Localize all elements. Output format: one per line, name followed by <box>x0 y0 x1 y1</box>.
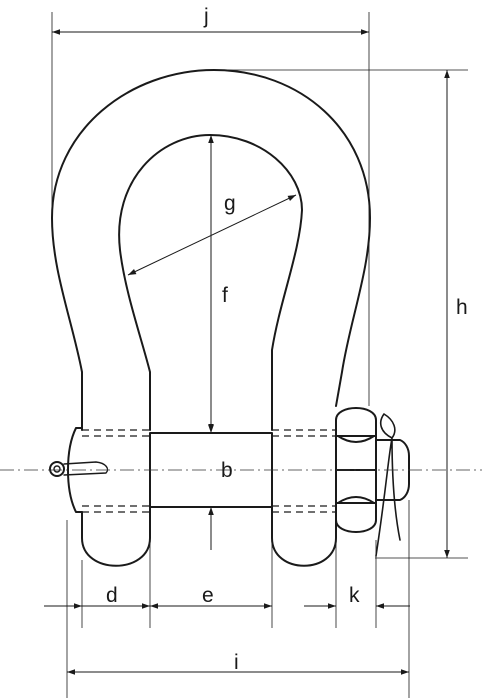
label-e: e <box>202 584 214 607</box>
extension-lines <box>51 12 468 698</box>
shackle-bow-outer <box>51 69 371 431</box>
label-d: d <box>106 584 118 607</box>
dimension-g <box>127 194 297 276</box>
cotter-pin-left <box>63 461 109 476</box>
right-lug <box>271 505 337 567</box>
label-b: b <box>221 459 233 482</box>
cotter-ring <box>49 461 65 477</box>
label-i: i <box>234 651 239 674</box>
cotter-pin-right <box>375 413 401 557</box>
label-h: h <box>456 296 468 319</box>
label-f: f <box>222 284 228 307</box>
label-k: k <box>349 584 360 607</box>
bolt-hidden-lines <box>82 429 336 513</box>
label-g: g <box>224 192 236 215</box>
left-lug <box>81 505 151 567</box>
label-j: j <box>203 5 209 28</box>
